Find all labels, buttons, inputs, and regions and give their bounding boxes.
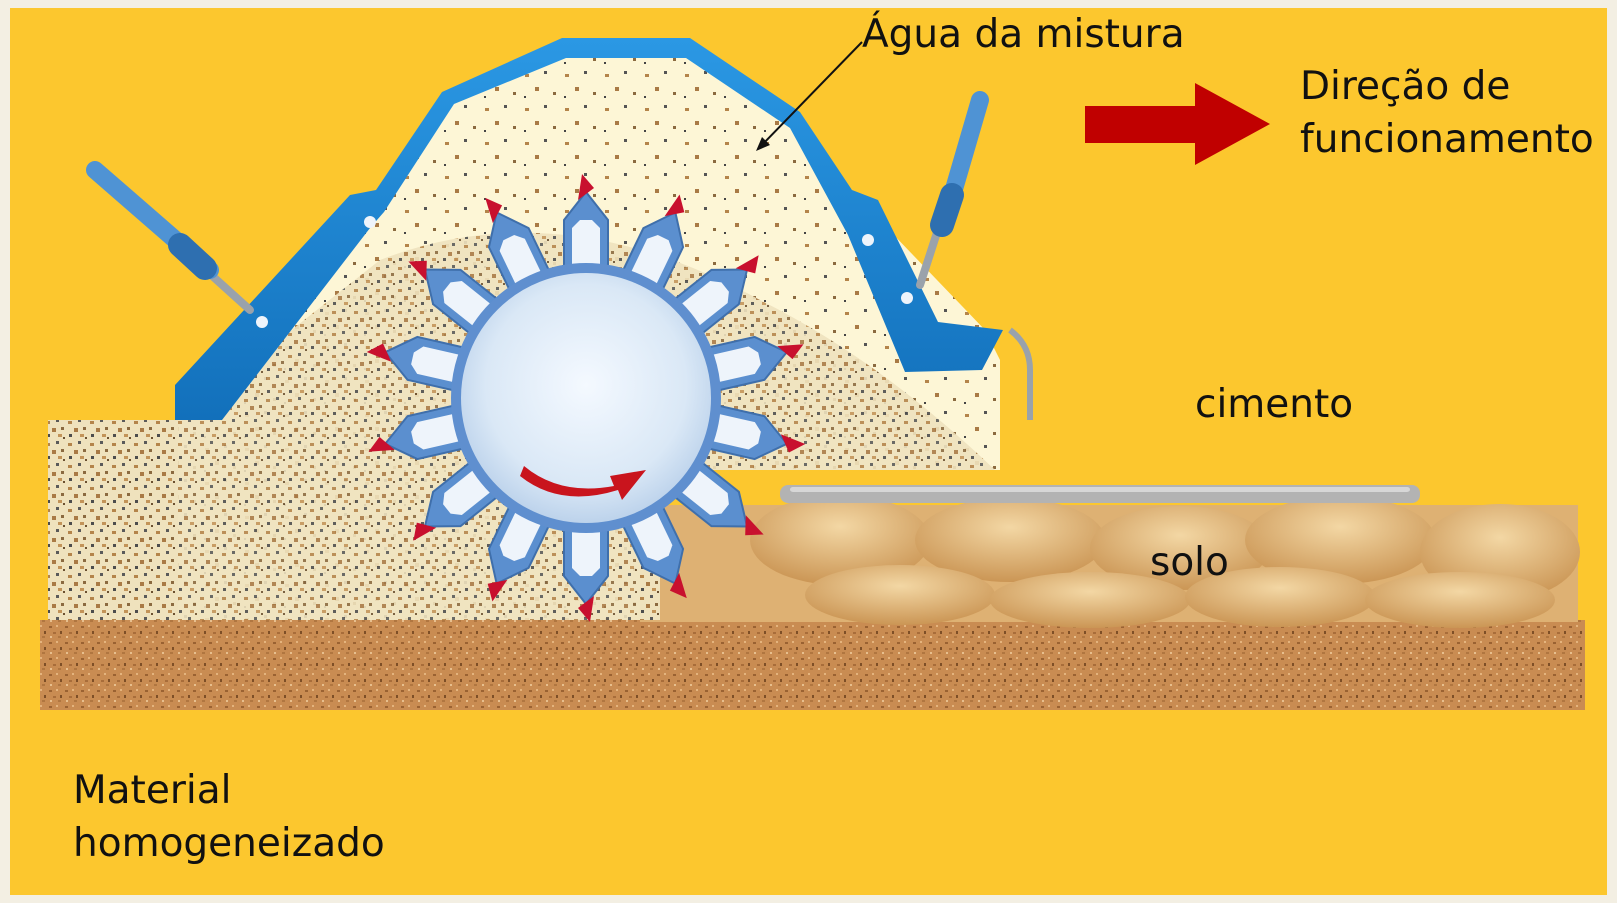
housing-bolt [862, 234, 874, 246]
label-mixing-water: Água da mistura [862, 8, 1185, 61]
label-operating-direction: Direção de funcionamento [1300, 60, 1594, 167]
label-homogenized-material-line1: Material [73, 764, 385, 817]
label-cement: cimento [1195, 378, 1353, 431]
label-homogenized-material: Material homogeneizado [73, 764, 385, 871]
label-operating-direction-line1: Direção de [1300, 60, 1594, 113]
label-operating-direction-line2: funcionamento [1300, 113, 1594, 166]
base-ground-layer [40, 620, 1585, 710]
housing-bolt [256, 316, 268, 328]
soil-clod [1365, 572, 1555, 628]
cement-layer-highlight [790, 487, 1410, 492]
housing-bolt [364, 216, 376, 228]
housing-bolt [901, 292, 913, 304]
label-soil: solo [1150, 536, 1229, 589]
soil-layer [640, 495, 1580, 628]
soil-clod [805, 565, 995, 625]
label-homogenized-material-line2: homogeneizado [73, 817, 385, 870]
